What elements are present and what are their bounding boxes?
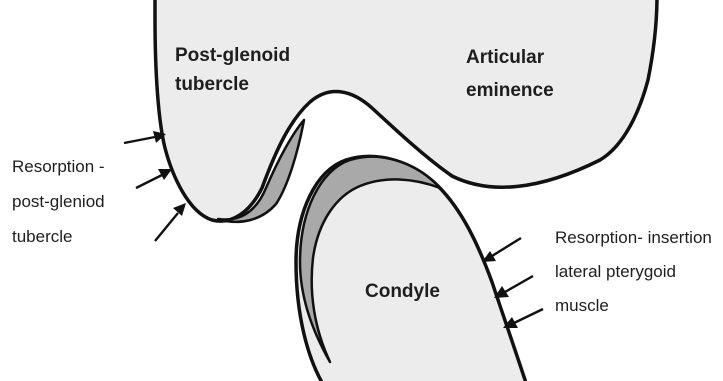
resorption-insertion-line: muscle bbox=[555, 296, 609, 315]
resorption-insertion-line: lateral pterygoid bbox=[555, 262, 676, 281]
arrow-icon bbox=[155, 203, 186, 241]
resorption-insertion-line: Resorption- insertion bbox=[555, 228, 712, 247]
resorption-post-glenoid-label: Resorption - post-gleniod tubercle bbox=[12, 157, 109, 246]
arrow-icon bbox=[136, 169, 172, 188]
arrow-icon bbox=[503, 309, 543, 328]
condyle-label: Condyle bbox=[365, 281, 440, 302]
articular-eminence-label-line: Articular bbox=[466, 47, 545, 68]
resorption-post-glenoid-line: post-gleniod bbox=[12, 192, 105, 211]
articular-eminence-label-line: eminence bbox=[466, 80, 554, 101]
arrow-icon bbox=[124, 131, 166, 143]
resorption-insertion-label: Resorption- insertion lateral pterygoid … bbox=[555, 228, 717, 315]
post-glenoid-label-line: tubercle bbox=[175, 74, 249, 95]
resorption-post-glenoid-line: Resorption - bbox=[12, 157, 105, 176]
arrow-icon bbox=[494, 276, 533, 298]
resorption-post-glenoid-line: tubercle bbox=[12, 227, 72, 246]
arrow-icon bbox=[482, 238, 521, 262]
post-glenoid-label-line: Post-glenoid bbox=[175, 45, 290, 66]
